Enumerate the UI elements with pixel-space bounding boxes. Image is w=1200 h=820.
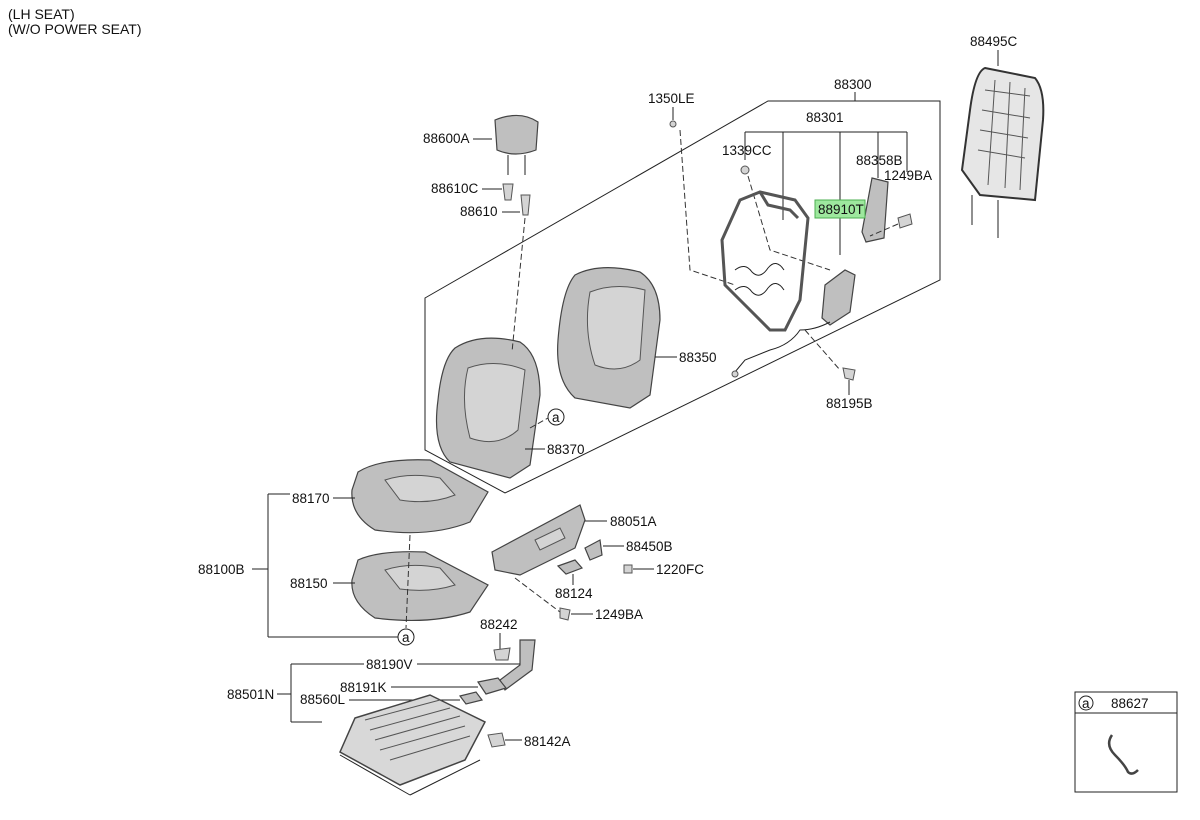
label-1249ba-bottom[interactable]: 1249BA (595, 607, 643, 622)
label-88242[interactable]: 88242 (480, 617, 518, 632)
header-lh-seat: (LH SEAT) (8, 6, 75, 22)
callout-a-upper[interactable] (547, 408, 565, 426)
seat-back-group-outline (424, 100, 941, 494)
label-1350le[interactable]: 1350LE (648, 91, 695, 106)
clip-88142a[interactable] (487, 732, 506, 748)
seat-cushion-pad-88150[interactable] (351, 551, 489, 622)
seat-back-cover-88370[interactable] (435, 337, 541, 479)
legend-marker-circle (1078, 695, 1094, 711)
part-88191k[interactable] (477, 677, 508, 695)
label-88370[interactable]: 88370 (547, 442, 585, 457)
label-88600a[interactable]: 88600A (423, 131, 470, 146)
callout-a-lower-text: a (402, 630, 410, 645)
bracket-88242[interactable] (493, 647, 511, 661)
headrest-88600a[interactable] (494, 114, 539, 175)
label-88560l[interactable]: 88560L (300, 692, 346, 707)
seat-back-frame-88301[interactable] (720, 190, 810, 332)
label-1249ba-top[interactable]: 1249BA (884, 168, 932, 183)
label-88142a[interactable]: 88142A (524, 734, 571, 749)
label-88051a[interactable]: 88051A (610, 514, 657, 529)
side-airbag-88910t[interactable] (731, 269, 856, 378)
guide-88610c[interactable] (502, 183, 514, 201)
label-88301[interactable]: 88301 (806, 110, 844, 125)
nut-1339cc[interactable] (740, 165, 750, 175)
label-88350[interactable]: 88350 (679, 350, 717, 365)
seat-track-frame-88501n[interactable] (339, 694, 487, 796)
legend-box: a 88627 (1074, 691, 1178, 793)
label-88190v[interactable]: 88190V (366, 657, 413, 672)
label-88300[interactable]: 88300 (834, 77, 872, 92)
screw-1220fc[interactable] (623, 564, 633, 574)
label-88195b[interactable]: 88195B (826, 396, 873, 411)
label-88610[interactable]: 88610 (460, 204, 498, 219)
legend-marker: a (1082, 696, 1090, 711)
label-88450b[interactable]: 88450B (626, 539, 673, 554)
label-88910t[interactable]: 88910T (818, 202, 864, 217)
screw-1249ba-bottom[interactable] (559, 607, 571, 621)
knob-88124[interactable] (556, 559, 584, 575)
clip-88627-icon (1107, 734, 1139, 775)
label-88501n[interactable]: 88501N (227, 687, 274, 702)
side-cover-88358b[interactable] (861, 177, 889, 243)
cover-88190v[interactable] (499, 639, 536, 691)
label-88495c[interactable]: 88495C (970, 34, 1018, 49)
bolt-88195b[interactable] (842, 367, 856, 381)
seat-cushion-cover-88170[interactable] (351, 459, 489, 534)
legend-part-88627[interactable]: 88627 (1111, 696, 1149, 711)
screw-1249ba-top[interactable] (897, 213, 913, 229)
label-88124[interactable]: 88124 (555, 586, 593, 601)
label-1220fc[interactable]: 1220FC (656, 562, 704, 577)
header-wo-power-seat: (W/O POWER SEAT) (8, 21, 142, 37)
callout-a-upper-text: a (552, 410, 560, 425)
label-1339cc[interactable]: 1339CC (722, 143, 772, 158)
highlight-88910t (814, 199, 866, 219)
lever-88450b[interactable] (584, 539, 603, 561)
label-88150[interactable]: 88150 (290, 576, 328, 591)
bolt-1350le[interactable] (669, 120, 677, 128)
label-88610c[interactable]: 88610C (431, 181, 479, 196)
part-88560l[interactable] (458, 691, 484, 705)
label-88100b[interactable]: 88100B (198, 562, 245, 577)
bracket-88501n (277, 663, 520, 723)
bracket-88100b (252, 493, 398, 638)
seat-back-pad-88350[interactable] (557, 267, 661, 409)
label-88191k[interactable]: 88191K (340, 680, 387, 695)
label-88358b[interactable]: 88358B (856, 153, 903, 168)
label-88170[interactable]: 88170 (292, 491, 330, 506)
guide-88610[interactable] (520, 194, 531, 216)
back-panel-88495c[interactable] (960, 66, 1045, 238)
side-shield-88051a[interactable] (491, 504, 586, 576)
bracket-88301 (744, 131, 908, 255)
